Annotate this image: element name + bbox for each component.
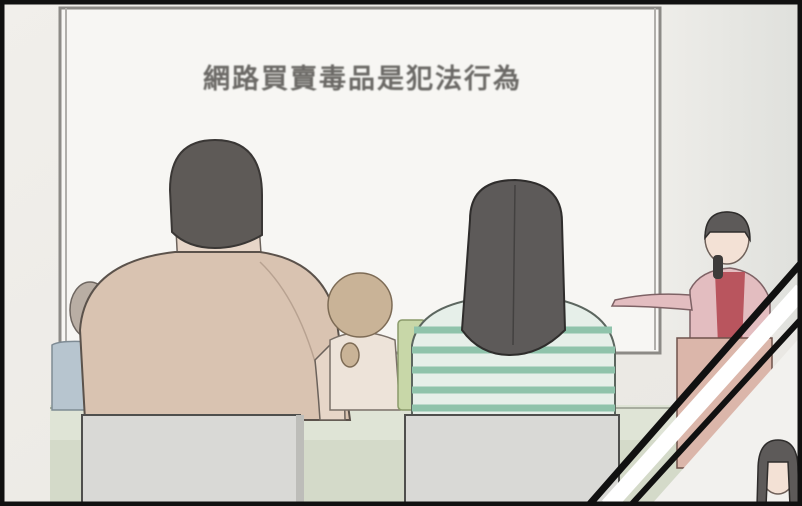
audience-man (78, 138, 352, 421)
audience-woman (411, 178, 616, 416)
microphone-icon (713, 255, 723, 279)
chair-right (404, 414, 620, 506)
next-panel-girl (756, 439, 801, 506)
audience-child (327, 272, 401, 411)
screen-slogan: 網路買賣毒品是犯法行為 (203, 63, 522, 95)
panel-gutter (602, 284, 802, 506)
panel-divider-inner (627, 315, 802, 506)
chair-left (81, 414, 304, 506)
speaker (610, 211, 771, 346)
panel-divider-outer (585, 259, 802, 506)
